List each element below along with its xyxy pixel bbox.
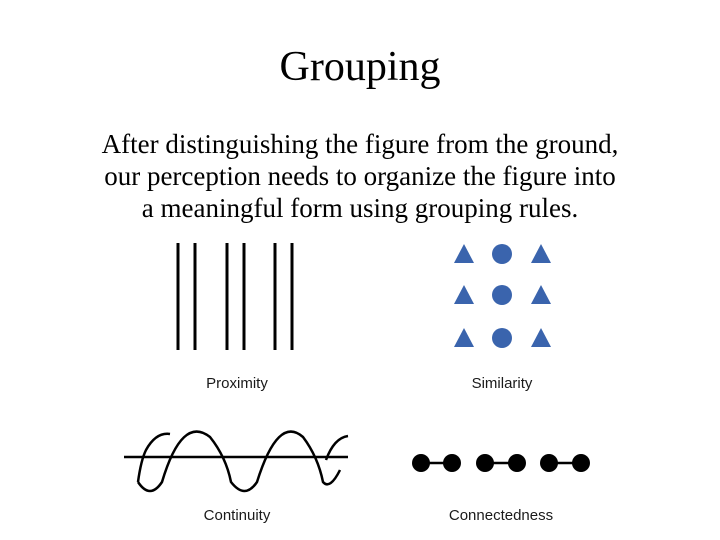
triangle-icon — [531, 285, 551, 304]
similarity-caption: Similarity — [472, 375, 533, 392]
triangle-icon — [454, 285, 474, 304]
connected-dot — [572, 454, 590, 472]
continuity-drawing — [124, 430, 349, 493]
connected-dot — [476, 454, 494, 472]
triangle-icon — [454, 328, 474, 347]
continuity-caption: Continuity — [204, 507, 271, 524]
connected-dot — [443, 454, 461, 472]
continuity-wave-end — [324, 434, 349, 461]
slide-body: After distinguishing the figure from the… — [40, 128, 680, 224]
connected-dot — [540, 454, 558, 472]
connectedness-drawing — [412, 454, 590, 472]
proximity-lines — [176, 243, 294, 350]
circle-icon — [492, 328, 512, 348]
proximity-caption: Proximity — [206, 375, 268, 392]
triangle-icon — [531, 328, 551, 347]
body-line-1: After distinguishing the figure from the… — [101, 129, 619, 159]
continuity-wave — [136, 430, 342, 493]
continuity-wave-tail — [136, 432, 171, 483]
connected-dot — [412, 454, 430, 472]
body-line-3: a meaningful form using grouping rules. — [141, 193, 579, 223]
circle-icon — [492, 244, 512, 264]
connectedness-caption: Connectedness — [449, 507, 553, 524]
slide-title: Grouping — [279, 44, 441, 90]
circle-icon — [492, 285, 512, 305]
triangle-icon — [454, 244, 474, 263]
body-line-2: our perception needs to organize the fig… — [104, 161, 616, 191]
similarity-shapes — [454, 244, 551, 348]
connected-dot — [508, 454, 526, 472]
triangle-icon — [531, 244, 551, 263]
